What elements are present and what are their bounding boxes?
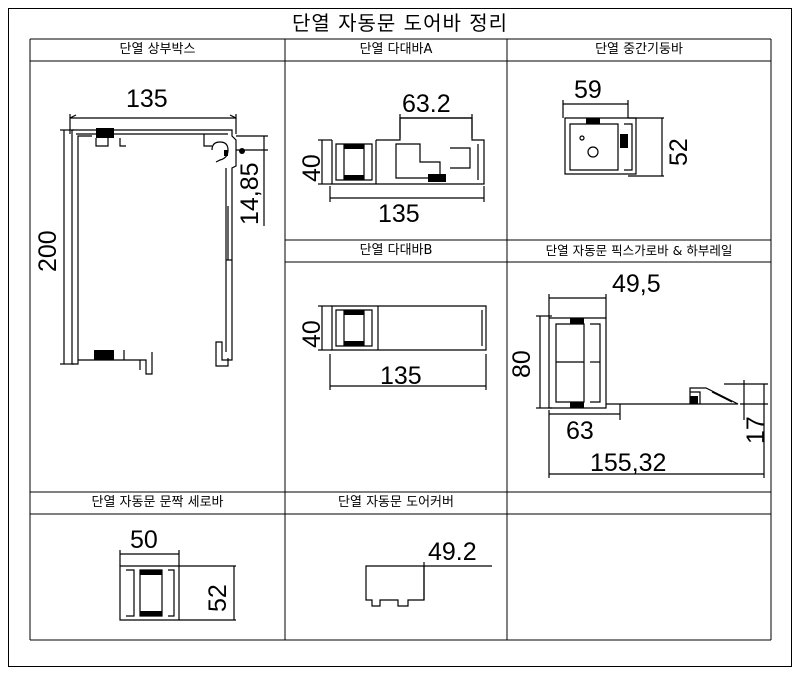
fix-rail-total-label: 155,32 bbox=[590, 449, 667, 477]
fix-rail-inner-label: 63 bbox=[566, 417, 594, 445]
door-stile-width-label: 50 bbox=[130, 526, 158, 554]
door-cover-width-label: 49.2 bbox=[428, 538, 477, 566]
top-box-width-label: 135 bbox=[126, 85, 168, 113]
middle-post-width-label: 59 bbox=[574, 76, 602, 104]
header-door-cover: 단열 자동문 도어커버 bbox=[338, 495, 454, 510]
header-middle-post: 단열 중간기둥바 bbox=[595, 42, 683, 57]
header-door-stile: 단열 자동문 문짝 세로바 bbox=[91, 495, 224, 510]
multibar-b-width-label: 135 bbox=[380, 362, 422, 390]
header-top-box: 단열 상부박스 bbox=[119, 42, 196, 57]
drawing-frame bbox=[8, 8, 792, 667]
header-fix-rail: 단열 자동문 픽스가로바 & 하부레일 bbox=[545, 243, 733, 258]
header-multibar-a: 단열 다대바A bbox=[359, 42, 433, 57]
multibar-a-top-label: 63.2 bbox=[402, 90, 451, 118]
drawing-title: 단열 자동문 도어바 정리 bbox=[291, 11, 509, 35]
multibar-a-width-label: 135 bbox=[378, 200, 420, 228]
fix-rail-top-label: 49,5 bbox=[612, 270, 661, 298]
header-multibar-b: 단열 다대바B bbox=[359, 243, 433, 258]
